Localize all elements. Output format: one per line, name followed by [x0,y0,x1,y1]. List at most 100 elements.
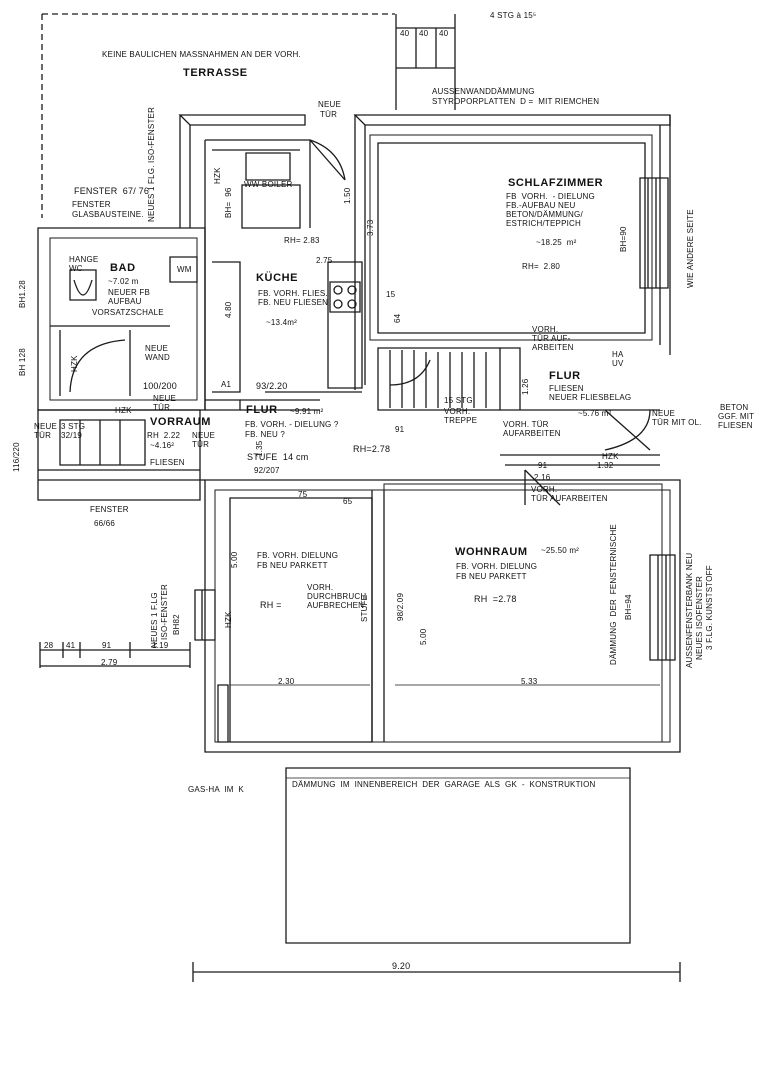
room-left-box [229,497,373,743]
dim-75: 75 [298,490,308,499]
neue-tuer-left-2: TÜR [34,431,52,440]
vorh-durchbruch-1: VORH. [307,583,334,592]
outer-wall-east-bedroom [659,115,671,355]
bedroom-outer [369,134,653,341]
daemmung-nische: DÄMMUNG DER FENSTERNISCHE [609,524,618,665]
dim-side: 116/220 [12,442,21,472]
dim-100-200: 100/200 [143,381,177,391]
hzk-132-2: 1.32 [597,461,614,470]
bh-96: BH= 96 [224,187,233,218]
boiler-box [241,152,301,229]
beton-1: BETON [720,403,749,412]
vorraum-neue: NEUE [192,431,216,440]
dim-91: 91 [395,425,405,434]
dim-275: 2.75 [316,256,333,265]
aussen-fenster-3: 3 F.LG. KUNSTSTOFF [705,565,714,650]
schlaf-area: ~18.25 m² [536,238,577,247]
aussen-fenster-2: NEUES ISOFENSTER [695,575,704,660]
flur2-note-2: NEUER FLIESBELAG [549,393,632,402]
flur-right-walls [500,347,660,466]
iso-fenster-b-1: NEUES 1 F.LG [150,592,159,648]
room-left-note-2: FB NEU PARKETT [257,561,328,570]
stair-box [377,347,501,411]
dim-41: 41 [66,641,76,650]
stair-step-1: 40 [400,29,410,38]
fenster-66-dim: 66/66 [94,519,116,528]
vorraum-area: ~4.16² [150,441,175,450]
fenster-top-note-2: GLASBAUSTEINE. [72,210,144,219]
wohnraum-title: WOHNRAUM [455,546,528,558]
dim-500-right: 5.00 [419,628,428,645]
garage-outline [285,767,631,944]
wie-andere-seite: WIE ANDERE SEITE [686,209,695,288]
wall-left-west [179,115,191,228]
stg-3-2: 32/19 [61,431,83,440]
radiator-bottom [217,684,229,743]
flur1-title: FLUR [246,404,278,416]
vorh-tuer-aufarb-b-1: VORH. [531,485,558,494]
header-note: KEINE BAULICHEN MASSNAHMEN AN DER VORH. [102,50,301,59]
stg-15: 15 STG [444,396,473,405]
dim-93-220: 93/2.20 [256,381,288,391]
window-left-bottom [194,589,216,641]
beton-2: GGF. MIT [718,412,755,421]
neue-tuer-left-1: NEUE [34,422,58,431]
flur2-title: FLUR [549,370,581,382]
stair-step-3: 40 [439,29,449,38]
outer-wall-south-inner [214,489,671,743]
dim-92-207: 92/207 [254,466,280,475]
neue-tuer-mit-1: NEUE [652,409,676,418]
fenster-66: FENSTER [90,505,129,514]
bad-hange-1: HANGE [69,255,99,264]
neue-tuer-top-1: NEUE [318,100,342,109]
vorraum-fliesen: FLIESEN [150,458,185,467]
dim-279: 2.79 [101,658,118,667]
fenster-top-label: FENSTER 67/ 76 [74,186,150,196]
neue-wand-1: NEUE [145,344,169,353]
kueche-title: KÜCHE [256,272,299,284]
bath-inner [49,237,198,401]
schlaf-note-2: FB.-AUFBAU NEU [506,201,576,210]
aussen-fenster-1: AUSSENFENSTERBANK NEU [685,552,694,668]
vorraum-rh: RH 2.22 [147,431,181,440]
flur-right-door [604,409,651,451]
terrasse-label: TERRASSE [183,67,248,79]
entry-left-wall [38,469,205,481]
kitchen-door-swing [309,139,346,181]
dim-126: 1.26 [521,378,530,395]
flur2-area: ~5.76 m² [578,409,612,418]
partition-wall [371,490,385,742]
dim-64: 64 [393,313,402,323]
wohn-note-1: FB. VORH. DIELUNG [456,562,538,571]
room-left-rh: RH = [260,600,282,610]
bh-90: BH=90 [619,226,628,252]
wc-shape [69,269,97,301]
vorh-tuer-aufarb-2: AUFARBEITEN [503,429,561,438]
bh128-b: BH 128 [18,348,27,376]
outer-wall-south [204,479,681,753]
hzk-left-bottom: HZK [224,611,233,628]
door-swing-wohn [524,469,561,506]
bad-hange-2: WC [69,264,83,273]
wohn-rh: RH =2.78 [474,594,517,604]
dim-91c: 91 [102,641,112,650]
stair-curve [389,359,431,386]
neue-wand-2: WAND [145,353,170,362]
hzk-vorraum: HZK [115,406,132,415]
fenster-top-note-1: FENSTER [72,200,111,209]
stufe-14: STUFE 14 cm [247,452,309,462]
flur1-note-1: FB. VORH. - DIELUNG ? [245,420,339,429]
bad-title: BAD [110,262,136,274]
insulation-note-1: AUSSENWANDDÄMMUNG [432,87,535,96]
dim-533: 5.33 [521,677,538,686]
dim-500-left: 5.00 [230,551,239,568]
wm-label: WM [177,265,192,274]
dim-480: 4.80 [224,301,233,318]
bedroom-box [377,142,646,334]
vorh-tuer-3: ARBEITEN [532,343,574,352]
bh-82: BH82 [172,614,181,635]
beton-3: FLIESEN [718,421,753,430]
schlafzimmer-title: SCHLAFZIMMER [508,177,604,189]
rh-280: RH= 2.80 [522,262,561,271]
kitchen-stove [329,281,361,313]
